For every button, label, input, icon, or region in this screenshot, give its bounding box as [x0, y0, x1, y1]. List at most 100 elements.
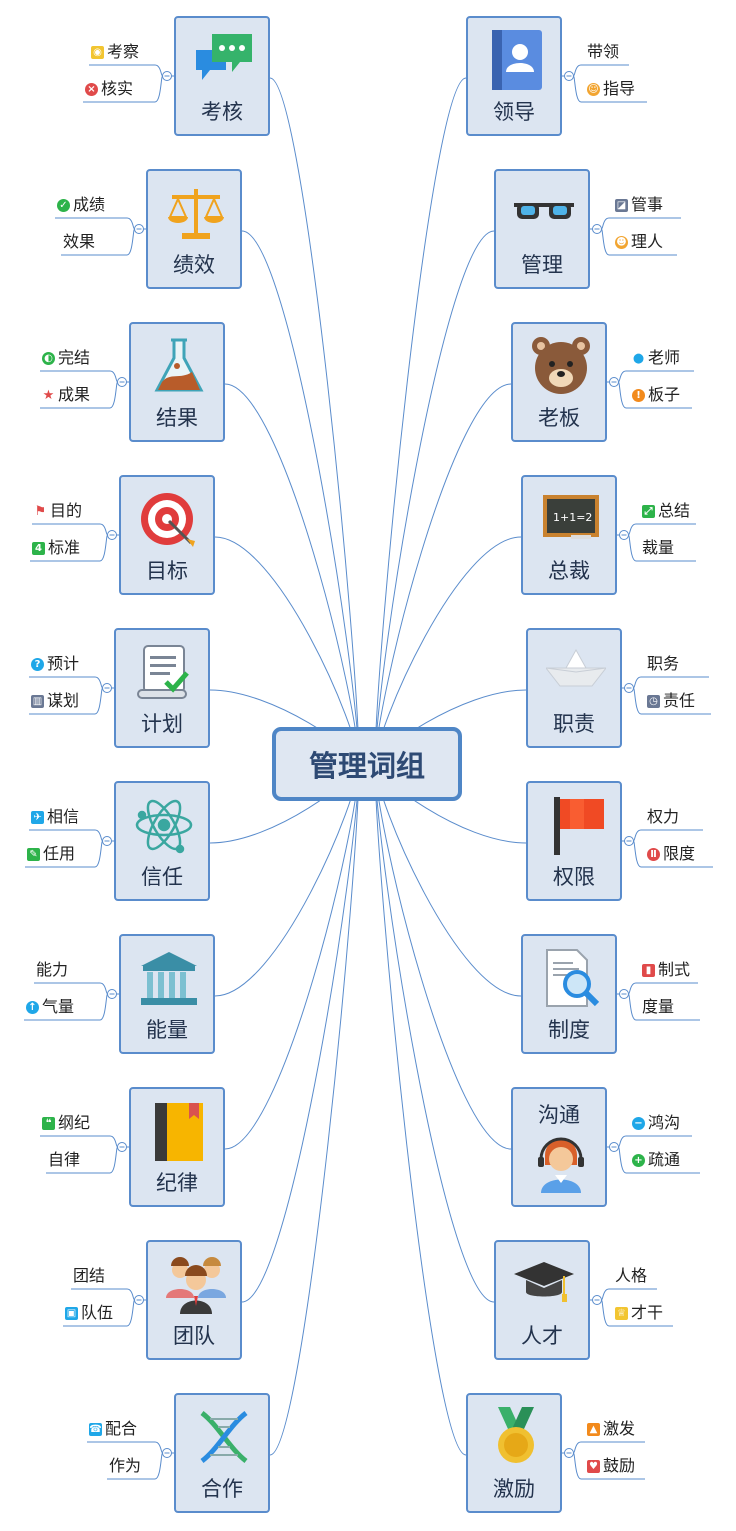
leaf-kaohe-1[interactable]: ×核实: [85, 79, 133, 99]
leaf-xinren-1[interactable]: ✎任用: [27, 844, 75, 864]
leaf-line-nengliang-0: [34, 982, 108, 995]
central-topic[interactable]: 管理词组: [272, 727, 462, 801]
leaf-nengliang-1[interactable]: ↑气量: [26, 997, 74, 1017]
leaf-jieguo-0[interactable]: ◐完结: [42, 348, 90, 368]
leaf-jilv-1[interactable]: 自律: [48, 1150, 80, 1170]
topic-jixiao[interactable]: 绩效: [146, 169, 242, 289]
connector-kaohe: [269, 77, 360, 765]
topic-laoban[interactable]: 老板: [511, 322, 607, 442]
leaf-label: 板子: [648, 385, 681, 404]
customer-service-icon: [531, 1133, 591, 1195]
topic-jili[interactable]: 激励: [466, 1393, 562, 1513]
red-flag-icon: [546, 795, 606, 857]
leaf-goutong-0[interactable]: −鸿沟: [632, 1113, 680, 1133]
leaf-jilv-0[interactable]: ❝纲纪: [42, 1113, 90, 1133]
question-icon: ?: [31, 657, 44, 671]
topic-label: 领导: [493, 100, 535, 124]
leaf-jieguo-1[interactable]: ★成果: [42, 385, 90, 405]
leaf-mubiao-0[interactable]: ⚑目的: [34, 501, 82, 521]
leaf-label: 人格: [615, 1266, 648, 1285]
leaf-label: 鼓励: [603, 1456, 636, 1475]
target-icon: [139, 489, 199, 551]
leaf-line-jieguo-1: [40, 381, 118, 409]
smile-icon: ☺: [587, 82, 600, 96]
leaf-hezuo-1[interactable]: 作为: [109, 1456, 141, 1476]
leaf-hezuo-0[interactable]: ☎配合: [89, 1419, 137, 1439]
pause-icon: Ⅱ: [647, 847, 660, 861]
leaf-zongcai-1[interactable]: 裁量: [642, 538, 674, 558]
leaf-xinren-0[interactable]: ✈相信: [31, 807, 79, 827]
leaf-jihua-0[interactable]: ?预计: [31, 654, 79, 674]
heart-icon: ♥: [587, 1459, 600, 1473]
leaf-line-quanxian-0: [633, 829, 703, 842]
leaf-label: 成果: [58, 385, 91, 404]
topic-xinren[interactable]: 信任: [114, 781, 210, 901]
leaf-line-rencai-0: [601, 1288, 657, 1301]
leaf-label: 总结: [658, 501, 691, 520]
topic-label: 管理: [521, 253, 563, 277]
topic-jihua[interactable]: 计划: [114, 628, 210, 748]
leaf-lingdao-0[interactable]: 带领: [587, 42, 619, 62]
topic-label: 职责: [553, 712, 595, 736]
leaf-line-jihua-0: [29, 676, 103, 689]
leaf-jixiao-1[interactable]: 效果: [63, 232, 95, 252]
topic-lingdao[interactable]: 领导: [466, 16, 562, 136]
leaf-zhize-0[interactable]: 职务: [647, 654, 679, 674]
leaf-quanxian-0[interactable]: 权力: [647, 807, 679, 827]
leaf-lingdao-1[interactable]: ☺指导: [587, 79, 635, 99]
topic-zhize[interactable]: 职责: [526, 628, 622, 748]
leaf-line-xinren-1: [25, 840, 103, 868]
leaf-jihua-1[interactable]: ▥谋划: [31, 691, 79, 711]
leaf-line-jili-1: [573, 1452, 645, 1480]
leaf-line-jixiao-1: [61, 228, 135, 256]
leaf-zhidu-1[interactable]: 度量: [642, 997, 674, 1017]
graduation-cap-icon: [514, 1254, 574, 1316]
leaf-label: 老师: [648, 348, 681, 367]
bank-icon: [139, 948, 199, 1010]
topic-hezuo[interactable]: 合作: [174, 1393, 270, 1513]
leaf-guanli-1[interactable]: ☻理人: [615, 232, 663, 252]
topic-guanli[interactable]: 管理: [494, 169, 590, 289]
leaf-goutong-1[interactable]: +疏通: [632, 1150, 680, 1170]
leaf-label: 核实: [101, 79, 134, 98]
topic-zhidu[interactable]: 制度: [521, 934, 617, 1054]
leaf-zhize-1[interactable]: ◷责任: [647, 691, 695, 711]
leaf-tuandui-1[interactable]: ▣队伍: [65, 1303, 113, 1323]
topic-label: 老板: [538, 406, 580, 430]
leaf-laoban-0[interactable]: ●老师: [632, 348, 680, 368]
leaf-label: 标准: [48, 538, 81, 557]
leaf-kaohe-0[interactable]: ◉考察: [91, 42, 139, 62]
leaf-zhidu-0[interactable]: ▮制式: [642, 960, 690, 980]
topic-quanxian[interactable]: 权限: [526, 781, 622, 901]
leaf-label: 制式: [658, 960, 691, 979]
topic-rencai[interactable]: 人才: [494, 1240, 590, 1360]
leaf-label: 能力: [36, 960, 69, 979]
topic-tuandui[interactable]: 团队: [146, 1240, 242, 1360]
leaf-laoban-1[interactable]: !板子: [632, 385, 680, 405]
leaf-jili-1[interactable]: ♥鼓励: [587, 1456, 635, 1476]
leaf-rencai-1[interactable]: ♕才干: [615, 1303, 663, 1323]
topic-goutong[interactable]: 沟通: [511, 1087, 607, 1207]
leaf-guanli-0[interactable]: ◪管事: [615, 195, 663, 215]
leaf-zongcai-0[interactable]: ⤢总结: [642, 501, 690, 521]
topic-jieguo[interactable]: 结果: [129, 322, 225, 442]
topic-mubiao[interactable]: 目标: [119, 475, 215, 595]
leaf-tuandui-0[interactable]: 团结: [73, 1266, 105, 1286]
topic-jilv[interactable]: 纪律: [129, 1087, 225, 1207]
check-circle-icon: ✓: [57, 198, 70, 212]
topic-label: 人才: [521, 1324, 563, 1348]
leaf-rencai-0[interactable]: 人格: [615, 1266, 647, 1286]
topic-kaohe[interactable]: 考核: [174, 16, 270, 136]
leaf-jixiao-0[interactable]: ✓成绩: [57, 195, 105, 215]
leaf-label: 限度: [663, 844, 696, 863]
leaf-jili-0[interactable]: ▲激发: [587, 1419, 635, 1439]
leaf-label: 权力: [647, 807, 680, 826]
leaf-line-hezuo-1: [107, 1452, 163, 1480]
leaf-nengliang-0[interactable]: 能力: [36, 960, 68, 980]
topic-nengliang[interactable]: 能量: [119, 934, 215, 1054]
connector-guanli: [374, 230, 495, 765]
topic-label: 纪律: [156, 1171, 198, 1195]
